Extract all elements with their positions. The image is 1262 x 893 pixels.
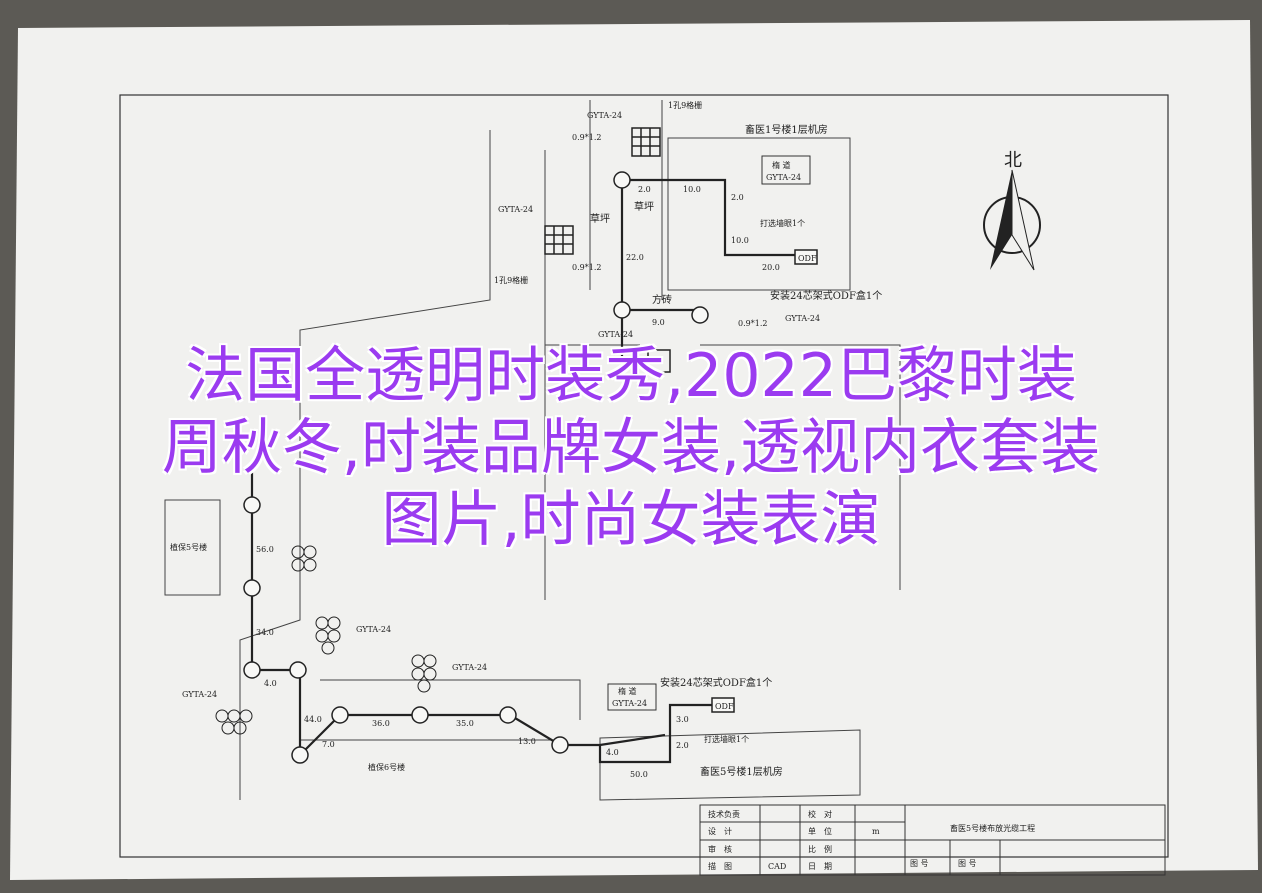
odf-top-box-label: ODF [798,254,817,263]
len-7-0: 7.0 [322,740,335,749]
tb-drawing-no-label: 图 号 [910,859,929,868]
building-bottom-left-label: 植保6号楼 [368,762,405,772]
building-left-box [164,499,221,596]
fiber-label-3: 0.9*1.2 [738,319,767,328]
brick-label: 方砖 [652,293,672,306]
duct-label-shaft-bottom: GYTA-24 [612,699,647,708]
duct-label-3: GYTA-24 [598,330,633,339]
odf-bottom-label: 安装24芯架式ODF盒1个 [660,676,772,689]
grass-label-2: 草坪 [634,200,654,213]
duct-label-5: GYTA-24 [356,625,391,634]
pole-label-2: 1孔9格栅 [494,275,528,285]
building-top-label: 畜医1号楼1层机房 [745,123,828,136]
north-arrow [983,169,1041,271]
road-outlines [239,100,901,801]
len-22-0: 22.0 [626,253,644,262]
len-2-0a: 2.0 [638,185,651,194]
len-13-0: 13.0 [518,737,536,746]
tb-scale: 比 例 [808,844,832,854]
len-10-0b: 10.0 [731,236,749,245]
shaft-bottom-label: 楕 道 [618,686,637,696]
tb-drafting: 描 图 [708,861,732,871]
tb-review: 审 核 [708,844,732,854]
duct-label-6: GYTA-24 [452,663,487,672]
shaft-box-bottom [607,683,657,711]
len-4-0b: 4.0 [606,748,619,757]
tb-drawing-no: 图 号 [958,859,977,868]
tb-proofread: 校 对 [808,809,832,819]
title-block-grid [699,804,1166,876]
duct-label-shaft-top: GYTA-24 [766,173,801,182]
fiber-label-1: 0.9*1.2 [572,133,601,142]
len-10-0a: 10.0 [683,185,701,194]
drill-label-1: 打选墙眼1个 [760,218,805,228]
odf-box-top [794,249,818,265]
building-bottom-right-label: 畜医5号楼1层机房 [700,765,783,778]
tb-technical-lead: 技术负责 [708,809,740,819]
tb-unit-value: m [872,827,880,836]
pole-label-1: 1孔9格栅 [668,100,702,110]
len-44-0: 44.0 [304,715,322,724]
duct-bundles [215,545,437,735]
building-left-label: 植保5号楼 [170,542,207,552]
odf-top-label: 安装24芯架式ODF盒1个 [770,289,882,302]
duct-label-7: GYTA-24 [182,690,217,699]
paper-sheet [10,20,1258,880]
len-4-0a: 4.0 [264,679,277,688]
len-2-0b: 2.0 [731,193,744,202]
grass-label-1: 草坪 [590,212,610,225]
duct-label-2: GYTA-24 [498,205,533,214]
drawing-frame [119,94,1169,858]
tb-date: 日 期 [808,862,832,871]
shaft-top-label: 楕 道 [772,160,791,170]
len-34-0: 34.0 [256,628,274,637]
len-35-0: 35.0 [456,719,474,728]
north-label: 北 [1004,150,1022,171]
odf-box-bottom [711,697,735,713]
drill-label-2: 打选墙眼1个 [704,734,749,744]
len-3-0: 3.0 [676,715,689,724]
tb-project: 畜医5号楼布放光缆工程 [950,823,1035,833]
duct-label-4: GYTA-24 [785,314,820,323]
shaft-box-top [761,155,811,185]
len-56-0: 56.0 [256,545,274,554]
fiber-label-2: 0.9*1.2 [572,263,601,272]
len-2-0c: 2.0 [676,741,689,750]
len-36-0: 36.0 [372,719,390,728]
len-9-0: 9.0 [652,318,665,327]
odf-bottom-box-label: ODF [715,702,734,711]
handhole-grids [544,127,671,373]
len-50-0: 50.0 [630,770,648,779]
tb-unit: 单 位 [808,826,832,836]
len-20-0: 20.0 [762,263,780,272]
tb-cad: CAD [768,862,786,871]
tb-design: 设 计 [708,826,732,836]
duct-label-1: GYTA-24 [587,111,622,120]
splice-nodes [243,171,709,764]
